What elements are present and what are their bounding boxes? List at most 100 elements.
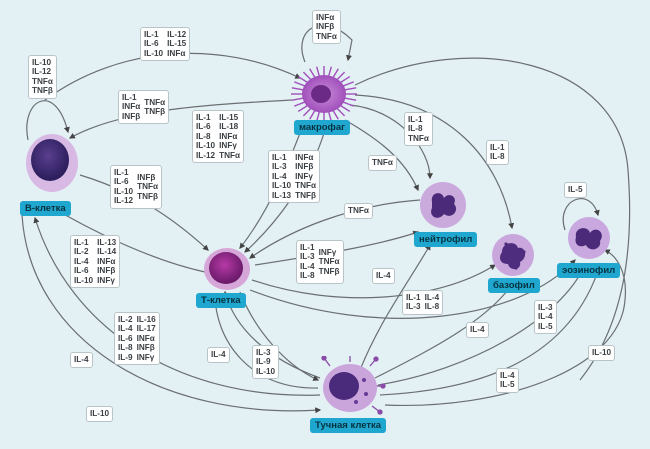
cytokine-label: TNFβ [295, 190, 317, 200]
cytokine-label: INFβ [295, 162, 314, 172]
cytokine-column: TNFα [372, 158, 393, 167]
cytokine-label: IL-10 [90, 409, 110, 419]
cytokine-column: TNFα [348, 206, 369, 215]
cytokine-label: IL-3 [256, 348, 271, 357]
macrophage-cell [291, 66, 357, 122]
cytokine-label: IL-15 [219, 113, 239, 122]
cytokine-label: IL-16 [136, 315, 156, 324]
cytokine-label: IL-4 [74, 256, 89, 266]
cytokine-box: TNFα [368, 155, 397, 171]
cytokine-label: IL-4 [300, 261, 315, 271]
cytokine-label: IL-6 [74, 266, 89, 276]
tcell-cell [204, 248, 250, 290]
cytokine-label: IL-10 [196, 141, 216, 151]
cytokine-label: TNFβ [32, 86, 53, 96]
cytokine-label: IL-10 [144, 48, 164, 58]
cytokine-box: IL-4 [70, 352, 93, 368]
macrophage-label: макрофаг [294, 120, 351, 135]
cytokine-label: TNFα [32, 76, 53, 86]
cytokine-label: IL-4 [500, 371, 515, 380]
cytokine-label: IL-3 [538, 303, 553, 312]
cytokine-label: INFβ [136, 343, 155, 353]
cytokine-label: INFβ [122, 111, 141, 121]
cytokine-label: INFα [295, 153, 314, 162]
cytokine-label: INFβ [137, 172, 156, 182]
edge-t-to-neut [254, 230, 420, 266]
cytokine-label: IL-9 [256, 357, 271, 367]
cytokine-label: IL-1 [490, 143, 505, 152]
cytokine-label: INFβ [316, 22, 335, 32]
cytokine-label: TNFα [348, 206, 369, 216]
cytokine-label: IL-8 [424, 302, 440, 312]
neutrophil-label: нейтрофил [414, 232, 478, 247]
cytokine-label: IL-4 [272, 171, 287, 181]
cytokine-label: IL-1 [196, 113, 211, 122]
cytokine-label: TNFα [316, 31, 337, 41]
edge-mast-to-eos-b [379, 263, 602, 396]
cytokine-box: IL-10 [86, 406, 114, 422]
cytokine-label: TNFα [219, 150, 241, 160]
cytokine-label: IL-5 [568, 185, 583, 195]
cytokine-label: IL-13 [97, 238, 117, 247]
cytokine-label: IL-1 [144, 30, 159, 39]
cytokine-column: IL-10 [592, 348, 611, 357]
cytokine-label: IL-10 [272, 181, 292, 191]
cytokine-label: IL-2 [118, 315, 133, 324]
cytokine-label: INFγ [219, 141, 237, 151]
cytokine-label: IL-12 [114, 196, 134, 206]
cytokine-label: IL-8 [490, 152, 505, 162]
bcell-label: В-клетка [20, 201, 71, 216]
cytokine-label: INFα [219, 131, 238, 141]
cytokine-box: IL-10 [588, 345, 616, 361]
cytokine-label: TNFβ [318, 266, 340, 276]
cytokine-label: IL-1 [300, 243, 315, 252]
cytokine-label: IL-15 [167, 39, 187, 49]
cytokine-column: IL-4 [376, 271, 391, 280]
edge-mast-to-t-il4 [212, 292, 319, 389]
cytokine-label: IL-12 [167, 30, 187, 39]
cytokine-label: IL-4 [74, 355, 89, 365]
cytokine-label: IL-18 [219, 122, 239, 132]
cytokine-box: IL-4 [207, 347, 230, 363]
tcell-label: Т-клетка [196, 293, 246, 308]
cytokine-label: IL-10 [256, 366, 276, 376]
cytokine-label: IL-6 [196, 122, 211, 132]
cytokine-label: INFγ [295, 171, 313, 181]
cytokine-label: IL-4 [424, 293, 440, 302]
cytokine-label: IL-1 [122, 93, 137, 102]
cytokine-label: TNFα [372, 158, 393, 168]
edge-macro-to-baso [354, 94, 515, 230]
cytokine-label: IL-9 [118, 352, 133, 362]
cytokine-label: IL-1 [272, 153, 287, 162]
edge-t-to-eos [249, 259, 576, 319]
edge-mast-to-eos [377, 263, 586, 386]
cytokine-label: IL-3 [406, 302, 421, 312]
edge-eos-self [562, 198, 600, 231]
cytokine-column: IL-5 [568, 185, 583, 194]
cytokine-label: INFγ [318, 247, 337, 257]
cytokine-label: IL-12 [32, 67, 52, 77]
cytokine-label: IL-1 [406, 293, 421, 302]
cytokine-label: IL-5 [500, 380, 515, 390]
